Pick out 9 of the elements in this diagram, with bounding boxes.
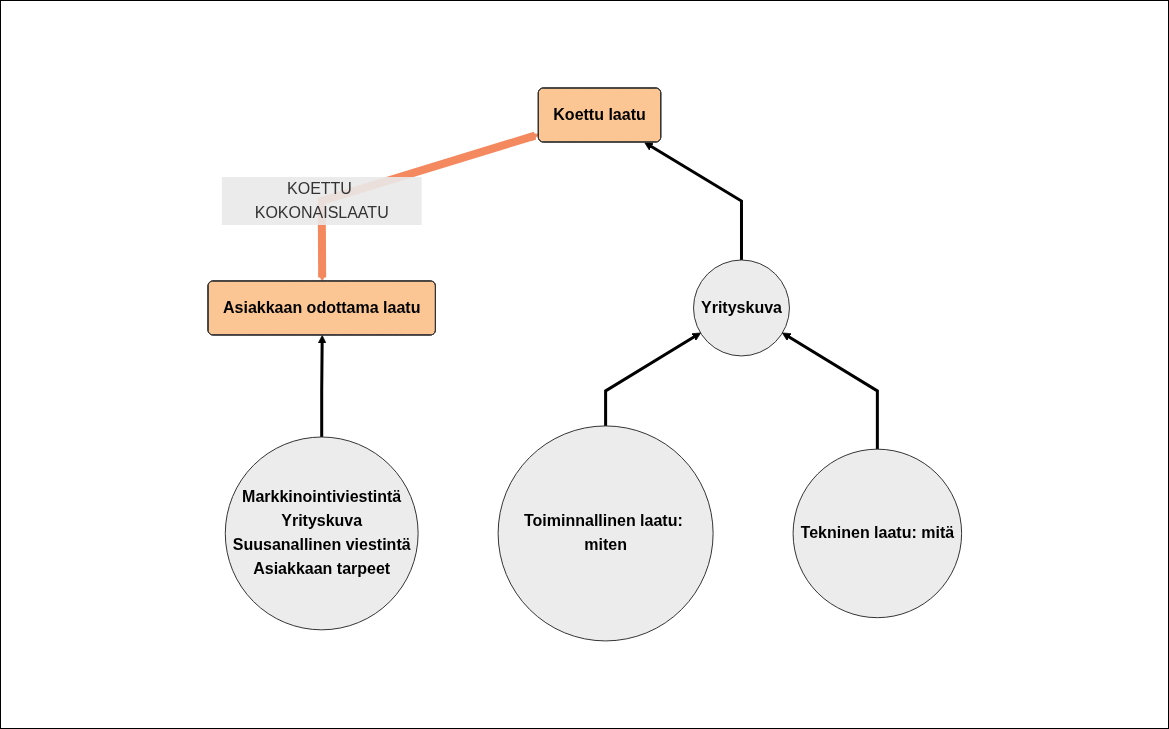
arrow [781, 332, 879, 450]
edge-label: KOETTU KOKONAISLAATU [254, 180, 389, 222]
arrow [317, 335, 327, 438]
node-circle: Tekninen laatu: mitä [792, 448, 962, 619]
arrow [603, 332, 701, 426]
node-circle: Yrityskuva [692, 259, 790, 357]
arrow [643, 142, 743, 261]
node-circle: Markkinointiviestintä Yrityskuva Suusanallinen viestintä Asiakkaan tarpeet [224, 436, 419, 631]
node-circle: Toiminnallinen laatu: miten [497, 425, 714, 642]
